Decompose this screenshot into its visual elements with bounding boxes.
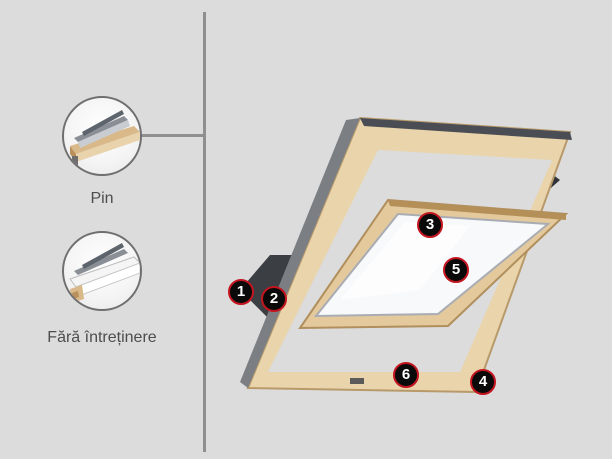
divider-line [203, 12, 206, 452]
ventilation-bar [388, 200, 566, 220]
frame-left-cladding [240, 118, 360, 388]
connector-line [140, 134, 204, 137]
marker-1[interactable]: 1 [228, 279, 254, 305]
glass-reflection [340, 222, 470, 300]
marker-5[interactable]: 5 [443, 257, 469, 283]
frame-top-cladding [360, 118, 572, 140]
maintenance-free-profile-thumbnail[interactable] [62, 231, 142, 311]
maintenance-free-frame-profile-icon [69, 243, 140, 303]
marker-2[interactable]: 2 [261, 286, 287, 312]
pine-frame-profile-icon [70, 110, 140, 168]
marker-3[interactable]: 3 [417, 212, 443, 238]
pine-label: Pin [90, 190, 114, 207]
marker-4[interactable]: 4 [470, 369, 496, 395]
pine-profile-thumbnail[interactable] [62, 96, 142, 176]
handle [350, 378, 364, 384]
marker-6[interactable]: 6 [393, 362, 419, 388]
maintenance-free-label: Fără întreținere [47, 329, 157, 346]
